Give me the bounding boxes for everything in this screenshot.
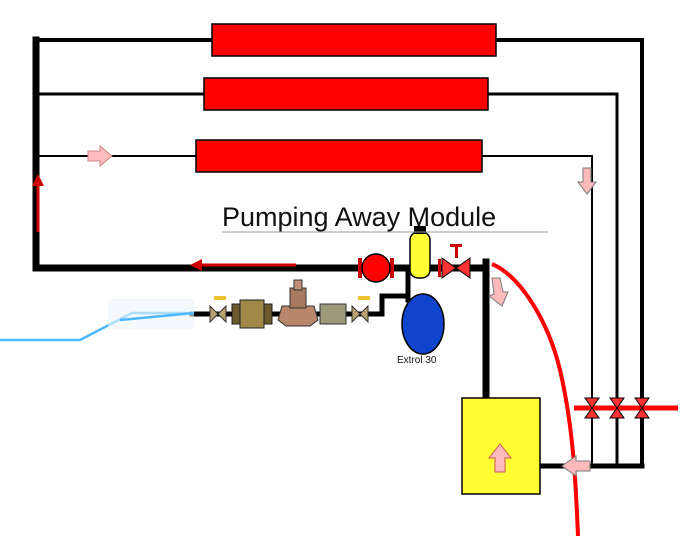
zone-valve [438, 244, 471, 279]
cold-water-feed-line [119, 311, 195, 322]
expansion-tank [401, 293, 445, 355]
expansion-tank-label: Extrol 30 [397, 355, 437, 366]
return-flow-arrow-icon [577, 167, 597, 195]
fill-valve-assembly [209, 279, 370, 329]
radiator-bottom [195, 139, 483, 173]
gas-line [491, 262, 580, 537]
ball-valve-2 [351, 304, 369, 324]
circulator-pump [358, 253, 394, 283]
branch-flow-arrow-icon [87, 144, 113, 168]
pressure-reducing-valve [277, 305, 319, 327]
return-flow-arrow-icon [561, 455, 591, 477]
return-valves [584, 397, 650, 419]
middle-branch-pipe [34, 92, 619, 468]
ball-valve-1 [209, 304, 227, 324]
boiler [461, 397, 541, 495]
boiler-outlet-arrow-icon [487, 277, 509, 307]
air-separator [409, 226, 431, 279]
radiator-middle [203, 77, 489, 111]
top-branch-pipe [34, 38, 644, 468]
bottom-branch-pipe [35, 155, 593, 467]
boiler-flow-arrow-icon [487, 443, 513, 473]
radiator-top [211, 23, 497, 57]
module-title: Pumping Away Module [222, 202, 497, 232]
